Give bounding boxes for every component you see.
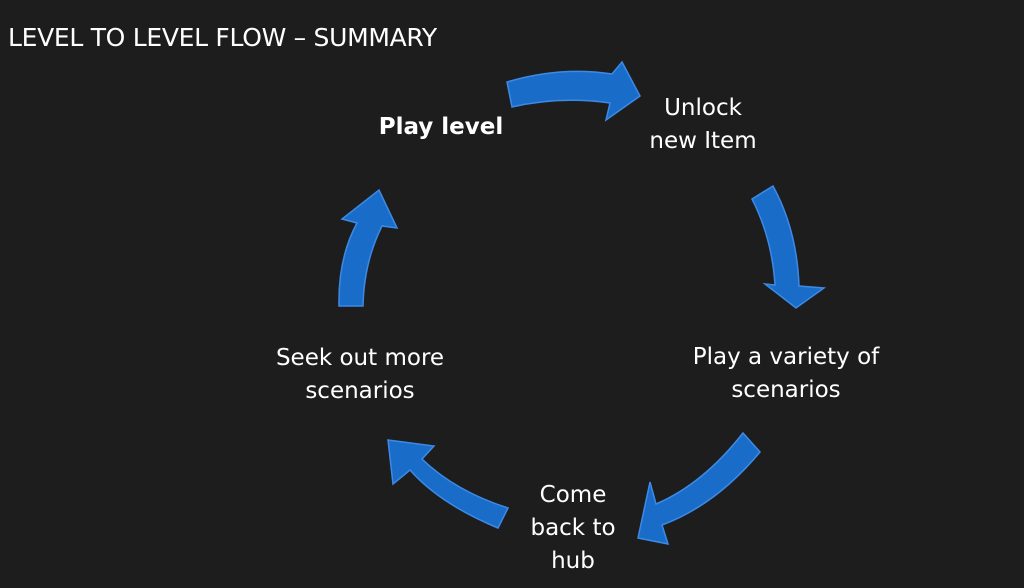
node-play-variety-line-1: Play a variety of (692, 344, 880, 370)
node-seek-more-line-1: Seek out more (275, 345, 445, 371)
node-come-back-hub-line-3: hub (551, 548, 595, 574)
node-play-variety: Play a variety of scenarios (693, 341, 880, 407)
node-unlock-item-line-1: Unlock (664, 95, 742, 121)
node-come-back-hub-line-1: Come (539, 482, 607, 508)
node-seek-more: Seek out more scenarios (276, 342, 444, 408)
node-unlock-item: Unlock new Item (649, 92, 756, 158)
node-come-back-hub: Come back to hub (530, 479, 615, 578)
arrow-unlock-to-variety (751, 184, 827, 309)
node-come-back-hub-line-2: back to (530, 515, 616, 541)
arrow-variety-to-hub (637, 431, 761, 545)
arrow-seek-to-play (338, 188, 399, 307)
arrow-play-to-unlock (506, 60, 641, 122)
node-play-level: Play level (379, 111, 504, 144)
arrow-hub-to-seek (387, 439, 510, 529)
node-play-level-line-1: Play level (378, 114, 504, 140)
slide-title: LEVEL TO LEVEL FLOW – SUMMARY (8, 23, 437, 52)
node-unlock-item-line-2: new Item (649, 128, 757, 154)
node-seek-more-line-2: scenarios (305, 378, 415, 404)
node-play-variety-line-2: scenarios (731, 377, 841, 403)
